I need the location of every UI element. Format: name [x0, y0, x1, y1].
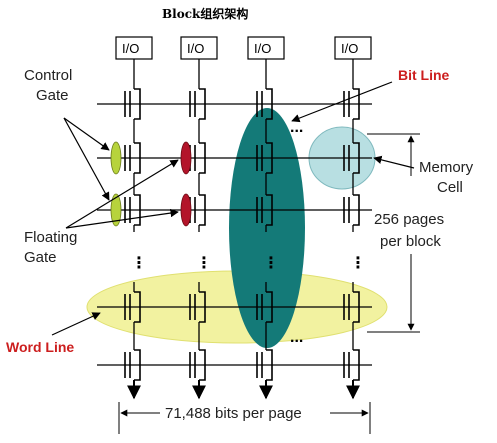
io-label-3: I/O — [254, 41, 271, 56]
pages-dimension — [367, 133, 420, 333]
control-gate-2 — [110, 193, 122, 227]
control-gate-label-line1: Control — [24, 67, 72, 84]
column-ellipsis-2: ... — [290, 329, 303, 346]
pages-label-line2: per block — [380, 233, 441, 250]
floating-gate-2 — [180, 193, 192, 227]
row-ellipsis-4: ⋮ — [350, 255, 366, 272]
transistor-channel — [134, 142, 141, 174]
transistor-channel — [266, 291, 273, 323]
transistor-channel — [353, 291, 360, 323]
row-ellipsis-3: ⋮ — [263, 255, 279, 272]
control-gate-1 — [110, 141, 122, 175]
row-ellipsis-1: ⋮ — [131, 255, 147, 272]
column-ellipsis-1: ... — [290, 119, 303, 136]
transistor-channel — [199, 142, 206, 174]
io-box-1: I/O — [115, 36, 153, 60]
pages-label-line1: 256 pages — [374, 211, 444, 228]
transistor-channel — [199, 194, 206, 226]
io-label-4: I/O — [341, 41, 358, 56]
io-label-2: I/O — [187, 41, 204, 56]
word-line-label: Word Line — [6, 339, 74, 355]
floating-gate-1 — [180, 141, 192, 175]
transistor-channel — [266, 349, 273, 381]
transistor-channel — [266, 194, 273, 226]
io-box-3: I/O — [247, 36, 285, 60]
memory-cell-label-line1: Memory — [419, 159, 474, 176]
transistor-channel — [353, 142, 360, 174]
transistor-channel — [353, 194, 360, 226]
control-gate-label-line2: Gate — [36, 87, 69, 104]
transistor-channel — [134, 88, 141, 120]
transistor-channel — [199, 349, 206, 381]
row-ellipsis-2: ⋮ — [196, 255, 212, 272]
io-box-2: I/O — [180, 36, 218, 60]
bit-line-label: Bit Line — [398, 67, 450, 83]
transistor-channel — [353, 349, 360, 381]
diagram-title: Block组织架构 — [162, 6, 248, 21]
memory-cell-label-line2: Cell — [437, 179, 463, 196]
transistor-channel — [134, 291, 141, 323]
transistor-channel — [266, 142, 273, 174]
pointer-arrows — [51, 81, 415, 336]
io-label-1: I/O — [122, 41, 139, 56]
floating-gate-label-line2: Gate — [24, 249, 57, 266]
bit-line-highlight — [229, 108, 305, 348]
transistor-channel — [199, 88, 206, 120]
bits-dimension — [118, 402, 371, 434]
bits-per-page-label: 71,488 bits per page — [165, 405, 302, 422]
transistor-channel — [199, 291, 206, 323]
transistor-channel — [353, 88, 360, 120]
transistor-channel — [134, 194, 141, 226]
io-box-4: I/O — [334, 36, 372, 60]
transistor-channel — [266, 88, 273, 120]
floating-gate-label-line1: Floating — [24, 229, 77, 246]
transistor-channel — [134, 349, 141, 381]
